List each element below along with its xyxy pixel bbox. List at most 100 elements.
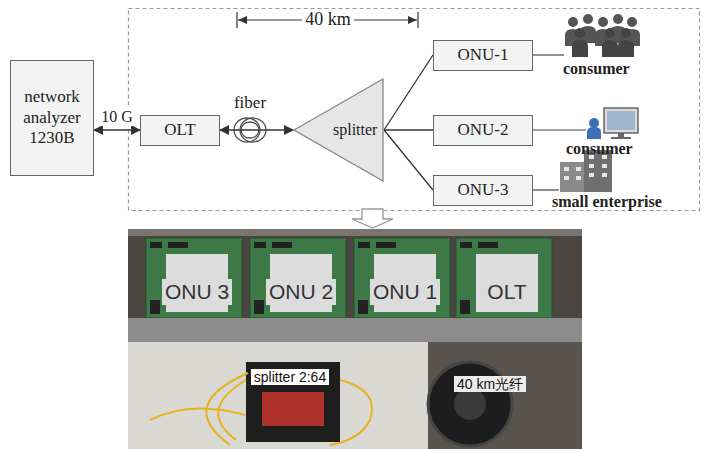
crowd-icon — [613, 14, 623, 24]
board-component — [478, 242, 498, 248]
fiber-label: fiber — [234, 93, 266, 113]
board-component — [150, 242, 162, 248]
down-arrow — [352, 209, 393, 228]
building-icon — [589, 173, 594, 177]
board-component — [358, 242, 370, 248]
lab-photo — [428, 342, 582, 449]
board-component — [460, 242, 472, 248]
text-group: ONU-1 — [458, 45, 509, 65]
lab-photo — [128, 229, 582, 449]
text-group: ONU-2 — [458, 120, 509, 140]
building-icon — [602, 173, 607, 177]
lab-photo — [128, 229, 582, 449]
computer-icon — [611, 137, 631, 139]
lab-photo — [128, 342, 428, 449]
crowd-icon — [602, 40, 618, 57]
board-component — [254, 242, 266, 248]
board-component — [168, 242, 188, 248]
text-group: network analyzer 1230B — [17, 87, 87, 148]
photo-label: ONU 3 — [162, 279, 232, 304]
user-label: consumer — [566, 139, 633, 158]
photo-label: 40 km光纤 — [454, 376, 526, 393]
crowd-icon — [572, 40, 588, 57]
computer-icon — [587, 127, 601, 139]
lab-photo — [128, 229, 582, 236]
box-label: ONU-2 — [458, 120, 509, 140]
board-component — [254, 300, 264, 314]
paper-sheet — [476, 254, 538, 312]
computer-icon — [607, 111, 635, 130]
circuit-board — [354, 238, 450, 318]
user-label: consumer — [563, 59, 630, 78]
computer-icon — [589, 118, 599, 128]
onu-box: ONU-3 — [433, 175, 533, 206]
board-component — [150, 242, 498, 314]
crowd-icon — [583, 14, 593, 24]
onu-box: ONU-2 — [433, 115, 533, 146]
patch-fiber — [330, 380, 372, 445]
box-label: ONU-3 — [458, 180, 509, 200]
building-icon — [560, 162, 586, 192]
crowd-icon — [568, 17, 578, 27]
crowd-icon — [598, 17, 608, 27]
board-component — [272, 242, 292, 248]
connector-line — [384, 55, 433, 130]
photo-label: ONU 1 — [370, 279, 440, 304]
building-icon — [564, 155, 607, 180]
box-label: network analyzer 1230B — [17, 87, 87, 148]
dimension-line — [236, 12, 237, 28]
onu-box: ONU-1 — [433, 40, 533, 71]
building-icon — [589, 164, 594, 168]
text-group: OLT — [164, 120, 196, 140]
crowd-icon — [575, 28, 585, 38]
crowd-icon — [618, 40, 634, 57]
splitter-device — [262, 392, 324, 426]
fiber-spool — [428, 362, 512, 446]
access-line — [533, 129, 586, 130]
text-group: ONU-3 — [458, 180, 509, 200]
dimension-line — [408, 16, 417, 24]
lab-photo — [128, 318, 582, 342]
user-label: small enterprise — [552, 192, 662, 211]
circuit-board — [456, 238, 552, 318]
board-component — [150, 300, 160, 314]
crowd-icon — [627, 17, 637, 27]
crowd-icon — [621, 28, 631, 38]
building-icon — [564, 176, 569, 180]
text-group: splitter — [333, 120, 377, 139]
board-component — [376, 242, 396, 248]
fiber-spool — [428, 362, 512, 446]
splitter-shape — [294, 79, 383, 181]
building-icon — [576, 176, 581, 180]
edge-label: 10 G — [99, 107, 135, 126]
building-icon — [576, 167, 581, 171]
box-label: ONU-1 — [458, 45, 509, 65]
fiber-spool — [454, 388, 486, 420]
splitter-triangle: splitter — [293, 78, 384, 182]
building-icon — [602, 164, 607, 168]
splitter-device — [246, 362, 340, 442]
circuit-board — [146, 238, 242, 318]
crowd-icon — [605, 28, 615, 38]
building-icon — [564, 167, 569, 171]
dimension-line — [417, 12, 418, 28]
computer-icon — [618, 133, 624, 137]
system-boundary — [129, 9, 700, 211]
distance-label: 40 km — [302, 9, 354, 31]
photo-label: ONU 2 — [266, 279, 336, 304]
patch-fiber — [150, 409, 245, 420]
instrument-box: network analyzer 1230B — [10, 60, 94, 176]
splitter-label: splitter — [333, 120, 377, 139]
box-label: OLT — [164, 120, 196, 140]
connector-arrow — [94, 129, 140, 130]
board-component — [358, 300, 368, 314]
access-line — [533, 54, 564, 55]
access-line — [533, 189, 559, 190]
computer-icon — [604, 108, 638, 133]
dimension-line — [238, 16, 247, 24]
splitter-device — [246, 362, 340, 442]
olt-box: OLT — [140, 115, 220, 146]
crowd-icon — [565, 14, 640, 57]
board-component — [460, 300, 470, 314]
